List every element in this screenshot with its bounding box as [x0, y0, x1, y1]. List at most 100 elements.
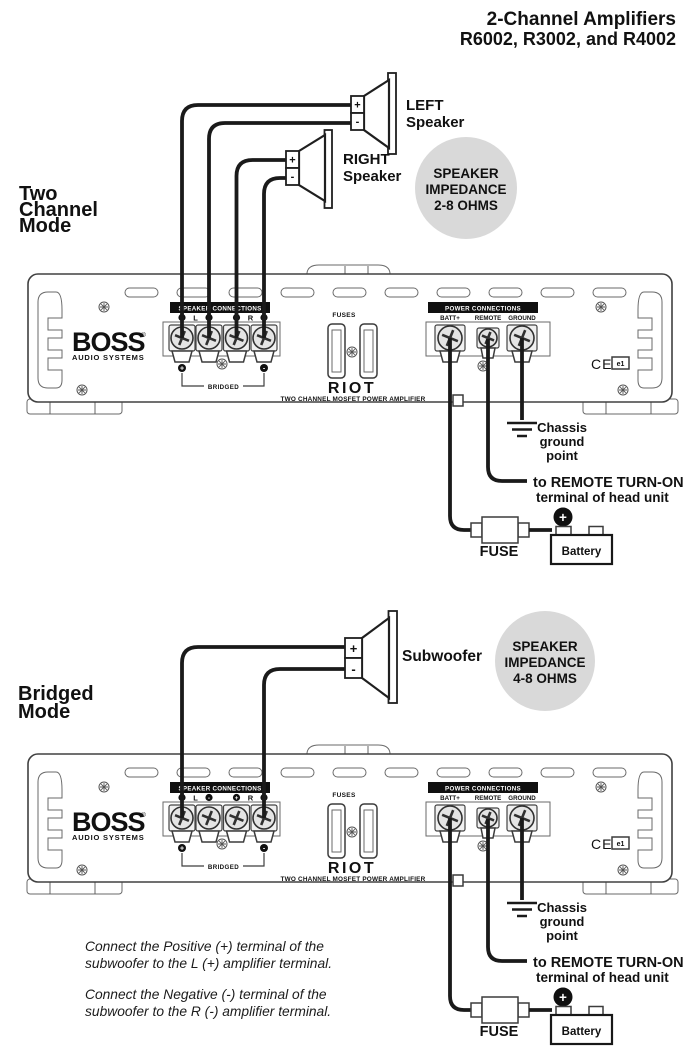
speaker-connections: SPEAKER CONNECTIONS + - + - L R — [162, 782, 281, 871]
batt-label: BATT+ — [440, 315, 460, 322]
mode-label-channel: Channel — [19, 199, 98, 221]
bridged-minus-sign: - — [263, 366, 266, 373]
impedance-2ch-line3: 2-8 OHMS — [434, 198, 498, 213]
mode-label-bridged-mode: Mode — [18, 701, 70, 723]
right-speaker-minus-wire — [262, 176, 286, 338]
batt-wire — [448, 818, 471, 1012]
registered-mark: ® — [141, 331, 146, 339]
boss-logo: BOSS ® AUDIO SYSTEMS — [72, 327, 146, 362]
right-speaker-plus: + — [289, 155, 295, 167]
ce-code: e1 — [617, 361, 625, 368]
fuses-block: FUSES — [327, 792, 378, 859]
right-speaker-label-line1: RIGHT — [343, 151, 390, 168]
right-channel-label: R — [248, 794, 254, 803]
left-speaker-minus: - — [356, 116, 360, 128]
chassis-line1: Chassis — [537, 900, 587, 915]
left-speaker-plus: + — [354, 100, 360, 112]
chassis-line1: Chassis — [537, 420, 587, 435]
subwoofer-minus-wire — [262, 667, 345, 818]
chassis-line3: point — [546, 448, 578, 463]
left-speaker-plus-wire — [180, 103, 351, 338]
left-speaker-label-line1: LEFT — [406, 97, 444, 114]
terminal-2-sign: - — [208, 795, 210, 802]
subwoofer-icon: + - — [344, 610, 398, 704]
terminal-3-sign: + — [235, 795, 239, 802]
speaker-terminal-2 — [195, 804, 223, 843]
remote-note-line1: to REMOTE TURN-ON — [533, 475, 684, 491]
subwoofer-plus: + — [350, 641, 358, 656]
bridged-minus-sign: - — [263, 846, 266, 853]
fuses-label: FUSES — [332, 792, 356, 799]
subwoofer-minus: - — [351, 662, 355, 677]
brand-subtitle: AUDIO SYSTEMS — [72, 833, 145, 842]
bottom-edge-connector — [452, 874, 464, 887]
ce-mark: CE e1 — [591, 836, 630, 852]
amplifier-unit: BOSS ® AUDIO SYSTEMS SPEAKER CONNECTIONS… — [26, 744, 684, 1046]
remote-note-line1: to REMOTE TURN-ON — [533, 955, 684, 971]
brand-subtitle: AUDIO SYSTEMS — [72, 353, 145, 362]
impedance-2ch-line2: IMPEDANCE — [425, 182, 506, 197]
instruction-2-line1: Connect the Negative (-) terminal of the — [85, 987, 327, 1002]
ce-text: CE — [591, 836, 612, 852]
registered-mark: ® — [141, 811, 146, 819]
two-channel-diagram: Two Channel Mode + - LEFT Speaker + - RI… — [19, 72, 517, 338]
impedance-br-line2: IMPEDANCE — [504, 655, 585, 670]
instruction-1-line1: Connect the Positive (+) terminal of the — [85, 939, 324, 954]
impedance-2ch-line1: SPEAKER — [433, 166, 499, 181]
bottom-edge-connector — [452, 394, 464, 407]
impedance-badge-bridged: SPEAKER IMPEDANCE 4-8 OHMS — [495, 611, 595, 711]
bridged-instructions: Connect the Positive (+) terminal of the… — [85, 939, 332, 1019]
heatsink-fins-right — [637, 291, 663, 389]
bridged-label: BRIDGED — [208, 864, 239, 871]
subwoofer-plus-wire — [180, 645, 345, 818]
battery: + Battery — [549, 507, 614, 566]
remote-wire — [486, 819, 527, 963]
speaker-terminal-3 — [222, 804, 251, 843]
impedance-br-line3: 4-8 OHMS — [513, 671, 577, 686]
amplifier-unit: BOSS ® AUDIO SYSTEMS SPEAKER CONNECTIONS… — [26, 264, 684, 566]
fuse-label: FUSE — [480, 1024, 519, 1040]
ce-text: CE — [591, 356, 612, 372]
instruction-2-line2: subwoofer to the R (-) amplifier termina… — [85, 1004, 331, 1019]
instruction-1-line2: subwoofer to the L (+) amplifier termina… — [85, 956, 332, 971]
chassis-ground-symbol — [507, 901, 537, 918]
battery-label: Battery — [562, 546, 602, 558]
right-speaker-minus: - — [291, 171, 295, 183]
chassis-line2: ground — [540, 434, 585, 449]
battery-plus-icon — [553, 987, 573, 1007]
battery-plus-icon — [553, 507, 573, 527]
subwoofer-label: Subwoofer — [402, 648, 482, 665]
chassis-ground-symbol — [507, 421, 537, 438]
remote-note-line2: terminal of head unit — [536, 490, 669, 505]
speaker-connections-label: SPEAKER CONNECTIONS — [178, 306, 261, 313]
right-speaker-plus-wire — [234, 158, 286, 338]
battery: + Battery — [549, 987, 614, 1046]
panel-screws — [76, 781, 629, 876]
bridged-label: BRIDGED — [208, 384, 239, 391]
fuses-block: FUSES — [327, 312, 378, 379]
model-line: TWO CHANNEL MOSFET POWER AMPLIFIER — [281, 396, 426, 403]
mode-label-mode: Mode — [19, 215, 71, 237]
right-speaker-label-line2: Speaker — [343, 168, 402, 185]
model-line: TWO CHANNEL MOSFET POWER AMPLIFIER — [281, 876, 426, 883]
ce-mark: CE e1 — [591, 356, 630, 372]
ground-label: GROUND — [508, 315, 536, 322]
heatsink-fins-right — [637, 771, 663, 869]
remote-label: REMOTE — [475, 315, 501, 322]
impedance-badge-2ch: SPEAKER IMPEDANCE 2-8 OHMS — [415, 137, 517, 239]
right-speaker-icon: + - — [285, 129, 333, 209]
heatsink-fins-left — [37, 771, 63, 869]
heatsink-fins-left — [37, 291, 63, 389]
remote-terminal — [476, 807, 500, 839]
impedance-br-line1: SPEAKER — [512, 639, 578, 654]
left-speaker-minus-wire — [207, 121, 351, 338]
left-speaker-label-line2: Speaker — [406, 114, 465, 131]
fuse-label: FUSE — [480, 544, 519, 560]
power-connections-label: POWER CONNECTIONS — [445, 306, 521, 313]
page-title-line2: R6002, R3002, and R4002 — [460, 29, 676, 49]
chassis-line3: point — [546, 928, 578, 943]
brand-text: BOSS — [72, 327, 145, 357]
fuses-label: FUSES — [332, 312, 356, 319]
panel-screws — [76, 301, 629, 396]
